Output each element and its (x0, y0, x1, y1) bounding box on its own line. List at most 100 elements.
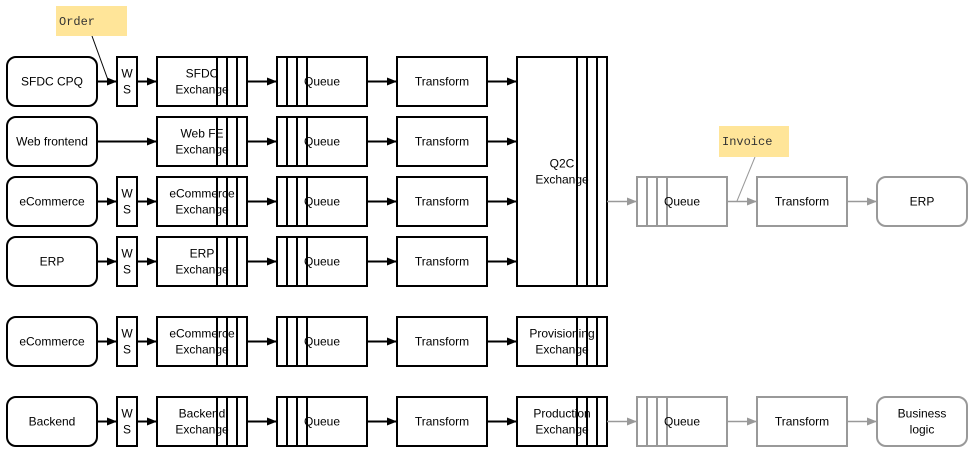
web-service-node-text: W (121, 187, 133, 201)
order-note-text: Order (59, 15, 95, 29)
downstream-sink-node-text: ERP (910, 195, 935, 209)
production-exchange-node-frame (516, 396, 608, 447)
provisioning-exchange-node-text: Provisioning (529, 327, 594, 341)
exchange-node-frame (156, 116, 248, 167)
q2c-exchange-node-frame (516, 56, 608, 287)
q2c-exchange-node-text: Exchange (535, 173, 589, 187)
queue-node: Queue (276, 396, 368, 447)
transform-node-text: Transform (415, 195, 469, 209)
transform-node-text: Transform (415, 415, 469, 429)
order-note-background (56, 6, 127, 36)
downstream-sink-node-text: Business (898, 407, 947, 421)
downstream-sink-node-frame (876, 396, 968, 447)
downstream-transform-node-text: Transform (775, 415, 829, 429)
web-service-node-text: S (123, 203, 131, 217)
exchange-node-text: Exchange (175, 423, 229, 437)
downstream-queue-node: Queue (636, 396, 728, 447)
web-service-node-text: S (123, 343, 131, 357)
invoice-note-pointer (736, 156, 756, 202)
exchange-node-text: Exchange (175, 203, 229, 217)
exchange-node-text: eCommerce (169, 187, 235, 201)
exchange-node-text: Exchange (175, 343, 229, 357)
exchange-node-text: Exchange (175, 263, 229, 277)
exchange-node-frame (156, 236, 248, 287)
exchange-node-text: eCommerce (169, 327, 235, 341)
queue-node-frame (276, 176, 368, 227)
transform-node-frame (396, 116, 488, 167)
invoice-note-background (719, 126, 789, 157)
source-node-text: Backend (29, 415, 76, 429)
exchange-node-text: Web FE (180, 127, 223, 141)
queue-node-text: Queue (304, 255, 340, 269)
exchange-node-frame (156, 56, 248, 107)
exchange-node: Web FE Exchange (156, 116, 248, 167)
downstream-transform-node-frame (756, 176, 848, 227)
source-node-text: SFDC CPQ (21, 75, 83, 89)
downstream-transform-node-frame (756, 396, 848, 447)
provisioning-exchange-node-text: Exchange (535, 343, 589, 357)
web-service-node-frame (116, 236, 138, 287)
web-service-node-text: S (123, 263, 131, 277)
transform-node-frame (396, 236, 488, 287)
source-node-text: eCommerce (19, 195, 85, 209)
web-service-node-text: W (121, 67, 133, 81)
web-service-node: WS (116, 56, 138, 107)
downstream-sink-node-text: logic (910, 423, 935, 437)
downstream-sink-node: Business logic (876, 396, 968, 447)
transform-node-text: Transform (415, 335, 469, 349)
queue-node-text: Queue (304, 195, 340, 209)
queue-node-text: Queue (304, 135, 340, 149)
source-node: SFDC CPQ (6, 56, 98, 107)
exchange-node-text: Exchange (175, 143, 229, 157)
web-service-node-text: S (123, 423, 131, 437)
transform-node-frame (396, 56, 488, 107)
web-service-node-text: W (121, 327, 133, 341)
invoice-note-text: Invoice (722, 135, 772, 149)
q2c-exchange-node: Q2C Exchange (516, 56, 608, 287)
queue-node-frame (276, 116, 368, 167)
transform-node: Transform (396, 316, 488, 367)
web-service-node-frame (116, 396, 138, 447)
order-note-pointer (91, 35, 109, 81)
queue-node: Queue (276, 56, 368, 107)
exchange-node-text: Exchange (175, 83, 229, 97)
transform-node: Transform (396, 396, 488, 447)
q2c-exchange-node-text: Q2C (550, 157, 575, 171)
web-service-node: WS (116, 396, 138, 447)
queue-node: Queue (276, 176, 368, 227)
web-service-node-frame (116, 176, 138, 227)
exchange-node-frame (156, 316, 248, 367)
downstream-transform-node: Transform (756, 176, 848, 227)
queue-node-text: Queue (304, 415, 340, 429)
source-node: ERP (6, 236, 98, 287)
transform-node: Transform (396, 116, 488, 167)
downstream-queue-node-frame (636, 396, 728, 447)
queue-node-text: Queue (304, 335, 340, 349)
transform-node-frame (396, 396, 488, 447)
provisioning-exchange-node-frame (516, 316, 608, 367)
web-service-node-frame (116, 316, 138, 367)
transform-node-text: Transform (415, 255, 469, 269)
exchange-node-text: Backend (179, 407, 226, 421)
source-node: Backend (6, 396, 98, 447)
transform-node-frame (396, 316, 488, 367)
transform-node: Transform (396, 236, 488, 287)
source-node-text: ERP (40, 255, 65, 269)
web-service-node-text: S (123, 83, 131, 97)
source-node-text: Web frontend (16, 135, 88, 149)
exchange-node-frame (156, 396, 248, 447)
transform-node-text: Transform (415, 135, 469, 149)
queue-node-text: Queue (304, 75, 340, 89)
source-node: eCommerce (6, 316, 98, 367)
transform-node: Transform (396, 56, 488, 107)
queue-node: Queue (276, 116, 368, 167)
downstream-queue-node: Queue (636, 176, 728, 227)
queue-node-frame (276, 316, 368, 367)
